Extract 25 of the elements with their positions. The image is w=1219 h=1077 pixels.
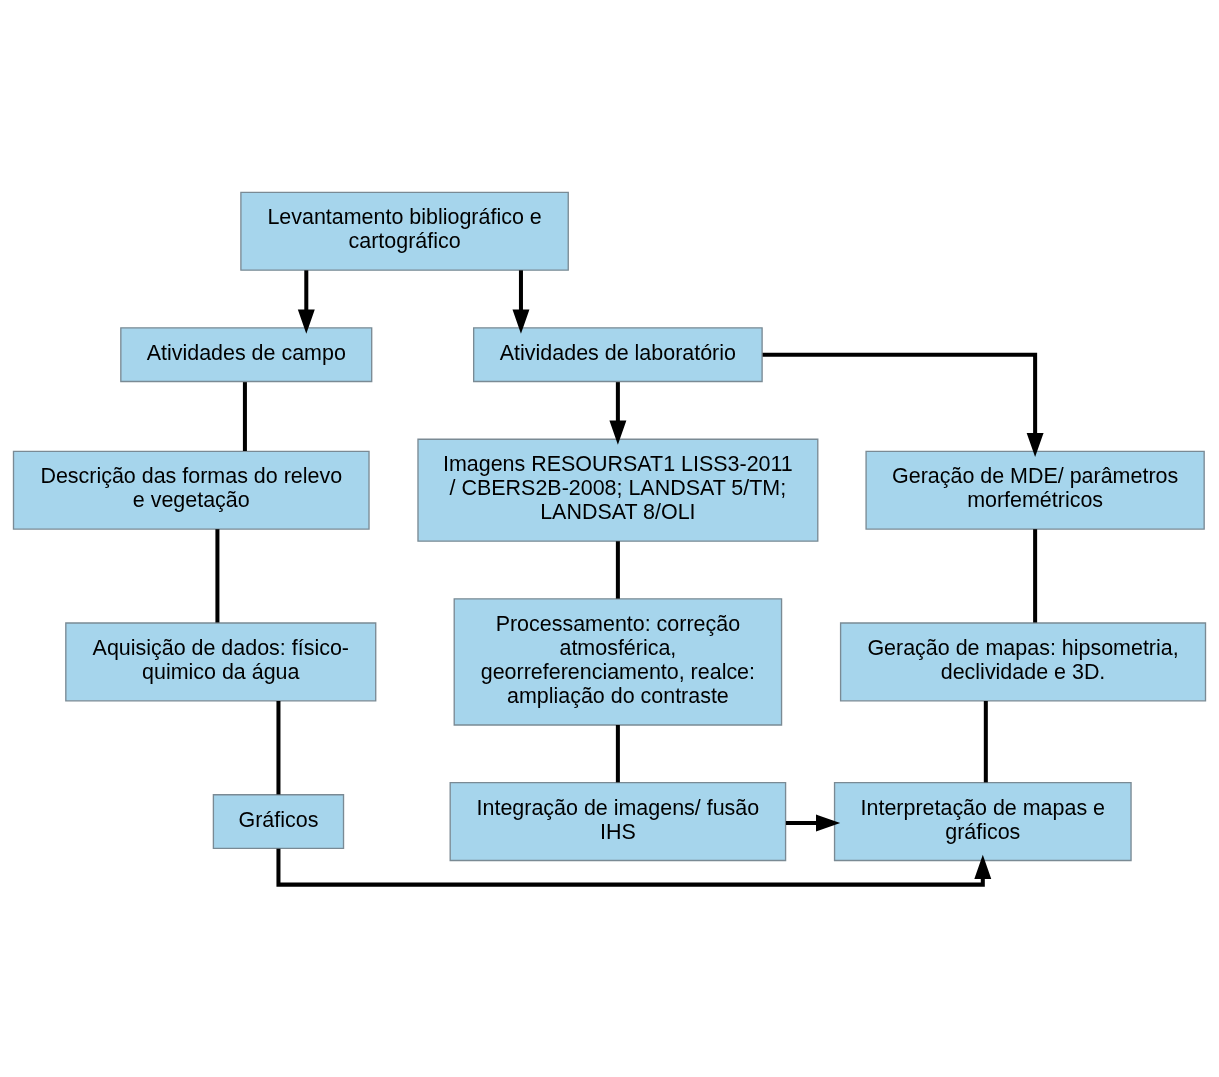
- arrow: [512, 270, 530, 334]
- node-box: Integração de imagens/ fusão IHS: [449, 782, 787, 862]
- arrow: [276, 848, 992, 887]
- connector: [615, 541, 620, 599]
- connector: [1033, 529, 1038, 623]
- node-box: Interpretação de mapas e gráficos: [833, 782, 1132, 862]
- connector: [983, 701, 988, 783]
- node-box: Geração de MDE/ parâmetros morfemétricos: [865, 450, 1205, 530]
- node-box: Descrição das formas do relevo e vegetação: [12, 450, 370, 530]
- arrow: [785, 814, 841, 832]
- connector: [276, 701, 281, 795]
- node-box: Imagens RESOURSAT1 LISS3-2011 / CBERS2B-2008; LANDSAT 5/TM; LANDSAT 8/OLI: [417, 438, 819, 542]
- arrow: [762, 352, 1044, 458]
- node-box: Levantamento bibliográfico e cartográfico: [240, 191, 569, 271]
- node-box: Atividades de campo: [120, 327, 373, 383]
- connector: [615, 725, 620, 783]
- connector: [242, 382, 247, 451]
- node-box: Atividades de laboratório: [473, 327, 763, 383]
- connector: [215, 529, 220, 623]
- arrow: [297, 270, 315, 334]
- arrow: [609, 382, 627, 445]
- node-box: Gráficos: [212, 794, 345, 850]
- node-box: Aquisição de dados: físico-quimico da água: [65, 622, 377, 702]
- node-box: Processamento: correção atmosférica, georreferenciamento, realce: ampliação do contraste: [453, 598, 783, 726]
- node-box: Geração de mapas: hipsometria, declividade e 3D.: [839, 622, 1207, 702]
